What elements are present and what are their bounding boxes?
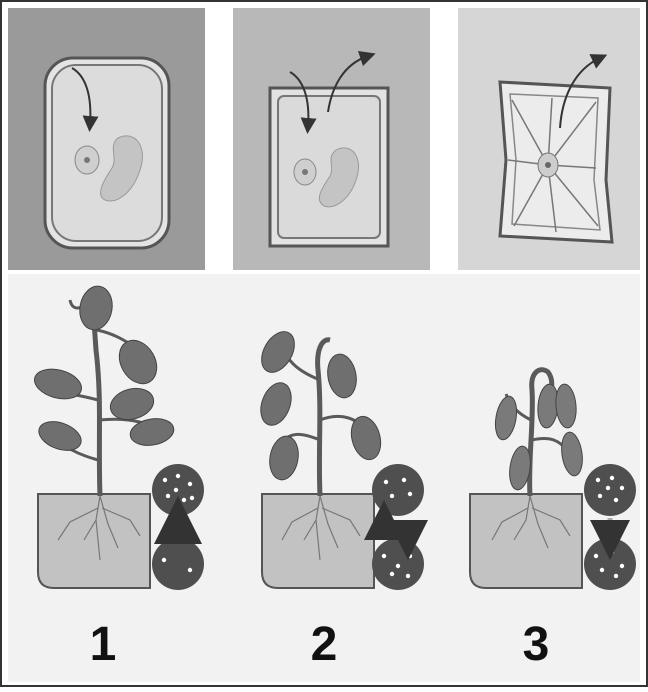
panel-label-2: 2 <box>284 620 364 670</box>
nucleolus-3 <box>545 162 551 168</box>
soil-pot-3 <box>470 494 582 588</box>
panel-label-3: 3 <box>496 620 576 670</box>
cell-panel-2 <box>233 8 430 270</box>
cell-panel-3 <box>458 8 640 270</box>
particle-circle-bottom-1 <box>152 538 204 590</box>
particle-circle-bottom-3 <box>584 538 636 590</box>
cell-membrane-2 <box>278 96 380 238</box>
nucleolus-2 <box>302 169 308 175</box>
nucleolus-1 <box>84 157 90 163</box>
panel-label-1: 1 <box>63 620 143 670</box>
cell-membrane-1 <box>52 65 162 241</box>
particle-circle-top-3 <box>584 464 636 516</box>
particle-circle-top-2 <box>372 464 424 516</box>
soil-pot-1 <box>38 494 150 588</box>
cell-panel-1 <box>8 8 205 270</box>
